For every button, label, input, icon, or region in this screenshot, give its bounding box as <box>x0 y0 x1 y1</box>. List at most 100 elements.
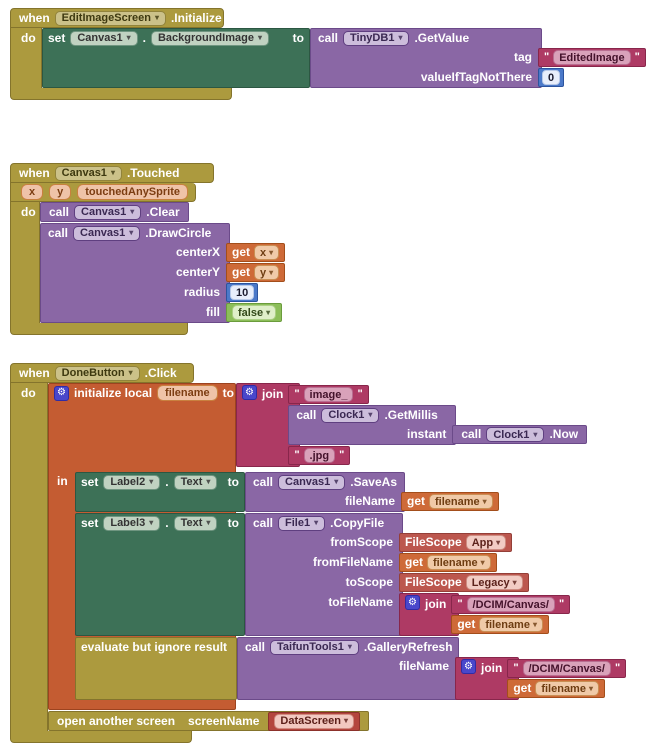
filescope-block[interactable]: FileScope Legacy▾ <box>399 573 529 592</box>
event-params-row: x y touchedAnySprite <box>10 183 196 202</box>
property-dropdown[interactable]: BackgroundImage▾ <box>150 30 269 46</box>
event-block-header[interactable]: when DoneButton▾ .Click <box>10 363 194 383</box>
variable-dropdown[interactable]: filename▾ <box>535 681 599 696</box>
variable-dropdown[interactable]: filename▾ <box>479 617 543 632</box>
call-canvas-drawcircle-block[interactable]: call Canvas1▾ .DrawCircle centerX get x▾… <box>40 223 286 323</box>
dropdown-label: filename <box>435 495 480 508</box>
dropdown-label: Label3 <box>110 517 146 529</box>
call-clock-now-block[interactable]: call Clock1▾ .Now <box>452 425 588 444</box>
initialize-local-block[interactable]: ⚙ initialize local filename to ⚙ join <box>48 383 627 710</box>
filescope-dropdown[interactable]: Legacy▾ <box>465 575 523 590</box>
component-dropdown[interactable]: EditImageScreen▾ <box>54 10 166 26</box>
call-clock-getmillis-block[interactable]: call Clock1▾ .GetMillis instant call <box>288 405 588 445</box>
component-dropdown[interactable]: TinyDB1▾ <box>343 30 410 46</box>
text-block[interactable]: " EditedImage " <box>538 48 646 67</box>
logic-dropdown[interactable]: false▾ <box>232 305 277 320</box>
call-keyword: call <box>253 474 274 489</box>
text-field[interactable]: EditedImage <box>553 50 631 65</box>
call-canvas-clear-block[interactable]: call Canvas1▾ .Clear <box>40 202 189 222</box>
number-block[interactable]: 0 <box>538 68 565 87</box>
text-field[interactable]: .jpg <box>303 448 336 463</box>
event-param-touchedanysprite[interactable]: touchedAnySprite <box>77 184 188 200</box>
filescope-dropdown[interactable]: App▾ <box>465 535 507 550</box>
call-taifuntools-galleryrefresh-block[interactable]: call TaifunTools1▾ .GalleryRefresh fileN… <box>237 637 627 700</box>
text-block[interactable]: " /DCIM/Canvas/ " <box>451 595 571 614</box>
set-label3-text-block[interactable]: set Label3▾ . Text▾ to call <box>75 513 571 636</box>
property-dropdown[interactable]: Text▾ <box>173 474 218 490</box>
when-canvas-touched-block[interactable]: when Canvas1▾ .Touched x y touchedAnySpr… <box>10 163 286 335</box>
component-dropdown[interactable]: Canvas1▾ <box>73 225 141 241</box>
screen-name-block[interactable]: DataScreen▾ <box>268 711 360 731</box>
join-block[interactable]: ⚙ join " /DCIM/Canvas/ " <box>399 593 571 636</box>
mutator-gear-icon[interactable]: ⚙ <box>461 659 476 674</box>
call-file-copyfile-block[interactable]: call File1▾ .CopyFile fromScope FileScop… <box>245 513 571 636</box>
filescope-block[interactable]: FileScope App▾ <box>399 533 513 552</box>
local-variable-name-field[interactable]: filename <box>157 385 218 401</box>
number-field[interactable]: 0 <box>542 70 561 85</box>
dropdown-arrow-icon: ▾ <box>149 477 154 486</box>
call-canvas-saveas-block[interactable]: call Canvas1▾ .SaveAs fileName get fi <box>245 472 499 512</box>
number-block[interactable]: 10 <box>226 283 259 302</box>
variable-dropdown[interactable]: filename▾ <box>427 555 491 570</box>
dropdown-arrow-icon: ▾ <box>533 429 538 439</box>
method-name-label: .Clear <box>146 204 180 219</box>
text-block[interactable]: " .jpg " <box>288 446 351 465</box>
variable-dropdown[interactable]: y▾ <box>254 265 280 280</box>
component-dropdown[interactable]: Canvas1▾ <box>74 204 142 220</box>
dropdown-label: x <box>260 246 267 259</box>
logic-block[interactable]: false▾ <box>226 303 283 322</box>
component-dropdown[interactable]: Canvas1▾ <box>54 165 122 181</box>
variable-dropdown[interactable]: x▾ <box>254 245 280 260</box>
property-dropdown[interactable]: Text▾ <box>173 515 218 531</box>
join-block[interactable]: ⚙ join " /DCIM/Canvas/ " <box>455 657 627 700</box>
component-dropdown[interactable]: Clock1▾ <box>321 407 380 423</box>
number-field[interactable]: 10 <box>230 285 255 300</box>
component-dropdown[interactable]: Canvas1▾ <box>278 474 346 490</box>
text-field[interactable]: /DCIM/Canvas/ <box>522 661 611 676</box>
call-tinydb-getvalue-block[interactable]: call TinyDB1▾ .GetValue tag " EditedImag… <box>310 28 646 88</box>
do-slot: ⚙ initialize local filename to ⚙ join <box>48 383 627 731</box>
join-block[interactable]: ⚙ join " image_ " <box>236 383 588 467</box>
get-variable-block[interactable]: get filename▾ <box>401 492 499 511</box>
event-param-y[interactable]: y <box>49 184 72 200</box>
get-variable-block[interactable]: get y▾ <box>226 263 286 282</box>
get-keyword: get <box>457 617 476 631</box>
get-variable-block[interactable]: get filename▾ <box>451 615 549 634</box>
component-dropdown[interactable]: Clock1▾ <box>486 427 545 442</box>
mutator-gear-icon[interactable]: ⚙ <box>54 385 69 401</box>
when-editimagescreen-initialize-block[interactable]: when EditImageScreen▾ .Initialize do set… <box>10 8 646 100</box>
param-label-tofilename: toFileName <box>328 595 393 609</box>
text-block[interactable]: " /DCIM/Canvas/ " <box>507 659 627 678</box>
component-dropdown[interactable]: Label3▾ <box>103 515 161 531</box>
mutator-gear-icon[interactable]: ⚙ <box>405 595 420 610</box>
get-variable-block[interactable]: get filename▾ <box>399 553 497 572</box>
set-label2-text-block[interactable]: set Label2▾ . Text▾ to call <box>75 472 499 512</box>
dropdown-label: filename <box>541 682 586 695</box>
get-variable-block[interactable]: get x▾ <box>226 243 286 262</box>
when-donebutton-click-block[interactable]: when DoneButton▾ .Click do ⚙ initialize … <box>10 363 627 743</box>
text-field[interactable]: image_ <box>303 387 354 402</box>
component-dropdown[interactable]: Label2▾ <box>103 474 161 490</box>
when-keyword: when <box>19 165 50 180</box>
mutator-gear-icon[interactable]: ⚙ <box>242 385 257 400</box>
join-keyword: join <box>481 661 503 675</box>
quote-mark: " <box>513 662 519 674</box>
text-block[interactable]: " image_ " <box>288 385 369 404</box>
event-block-header[interactable]: when Canvas1▾ .Touched <box>10 163 214 183</box>
component-dropdown[interactable]: File1▾ <box>278 515 326 531</box>
event-param-x[interactable]: x <box>21 184 44 200</box>
component-dropdown[interactable]: DoneButton▾ <box>54 365 140 381</box>
component-dropdown[interactable]: TaifunTools1▾ <box>270 639 359 655</box>
open-another-screen-block[interactable]: open another screen screenName DataScree… <box>48 711 369 731</box>
event-name-label: .Initialize <box>170 10 222 25</box>
component-dropdown[interactable]: Canvas1▾ <box>70 30 138 46</box>
event-block-header[interactable]: when EditImageScreen▾ .Initialize <box>10 8 224 28</box>
variable-dropdown[interactable]: filename▾ <box>429 494 493 509</box>
get-variable-block[interactable]: get filename▾ <box>507 679 605 698</box>
dropdown-arrow-icon: ▾ <box>257 33 262 42</box>
set-backgroundimage-block[interactable]: set Canvas1▾ . BackgroundImage▾ to call … <box>42 28 646 88</box>
screen-dropdown[interactable]: DataScreen▾ <box>274 713 354 729</box>
evaluate-ignore-result-block[interactable]: evaluate but ignore result call TaifunTo… <box>75 637 627 700</box>
do-keyword: do <box>21 31 36 45</box>
text-field[interactable]: /DCIM/Canvas/ <box>466 597 555 612</box>
